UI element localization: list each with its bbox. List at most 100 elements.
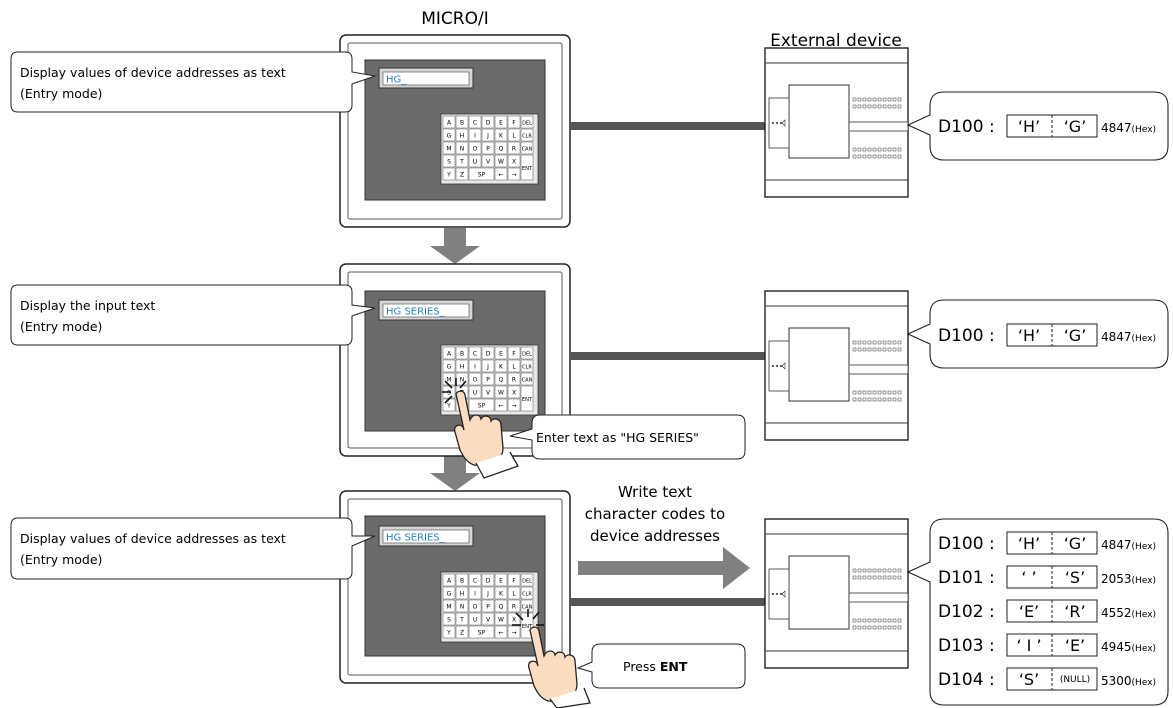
key-label: O xyxy=(473,377,478,384)
key[interactable] xyxy=(520,573,534,587)
plc-front-cover xyxy=(788,555,850,630)
key[interactable] xyxy=(455,154,469,168)
key[interactable] xyxy=(468,372,482,386)
key[interactable] xyxy=(455,599,469,613)
key[interactable] xyxy=(442,625,456,639)
cable-connector xyxy=(570,122,765,130)
key[interactable] xyxy=(481,141,495,155)
key[interactable] xyxy=(494,625,508,639)
key[interactable] xyxy=(455,586,469,600)
key[interactable] xyxy=(494,141,508,155)
key[interactable] xyxy=(494,167,508,181)
key[interactable] xyxy=(468,573,482,587)
key[interactable] xyxy=(507,599,521,613)
key[interactable] xyxy=(455,625,469,639)
key[interactable] xyxy=(494,599,508,613)
key[interactable] xyxy=(455,346,469,360)
key[interactable] xyxy=(481,346,495,360)
key[interactable] xyxy=(468,128,482,142)
key[interactable] xyxy=(442,573,456,587)
key[interactable] xyxy=(468,346,482,360)
key-ent[interactable] xyxy=(520,154,534,181)
key[interactable] xyxy=(507,346,521,360)
key[interactable] xyxy=(481,573,495,587)
key[interactable] xyxy=(442,612,456,626)
key[interactable] xyxy=(442,167,456,181)
key[interactable] xyxy=(468,385,482,399)
key[interactable] xyxy=(481,372,495,386)
key[interactable] xyxy=(468,167,495,181)
key[interactable] xyxy=(507,167,521,181)
key-label: K xyxy=(499,133,504,140)
key[interactable] xyxy=(507,398,521,412)
key[interactable] xyxy=(481,359,495,373)
key[interactable] xyxy=(468,398,495,412)
key[interactable] xyxy=(507,372,521,386)
key[interactable] xyxy=(481,385,495,399)
key-label: DEL xyxy=(522,579,532,585)
key[interactable] xyxy=(507,359,521,373)
key[interactable] xyxy=(520,372,534,386)
key[interactable] xyxy=(468,586,482,600)
key[interactable] xyxy=(494,359,508,373)
key[interactable] xyxy=(494,372,508,386)
key-label: J xyxy=(486,591,489,598)
plc-terminal xyxy=(897,568,902,573)
key[interactable] xyxy=(520,346,534,360)
key[interactable] xyxy=(520,599,534,613)
key[interactable] xyxy=(494,115,508,129)
key[interactable] xyxy=(455,115,469,129)
key[interactable] xyxy=(494,346,508,360)
key[interactable] xyxy=(468,625,495,639)
key[interactable] xyxy=(481,115,495,129)
key[interactable] xyxy=(494,385,508,399)
key[interactable] xyxy=(494,154,508,168)
key[interactable] xyxy=(494,128,508,142)
key[interactable] xyxy=(468,599,482,613)
key[interactable] xyxy=(494,398,508,412)
key[interactable] xyxy=(455,573,469,587)
key[interactable] xyxy=(507,141,521,155)
key[interactable] xyxy=(468,154,482,168)
key[interactable] xyxy=(507,385,521,399)
key[interactable] xyxy=(494,573,508,587)
key[interactable] xyxy=(455,612,469,626)
hmi-keypad: ABCDEFDELGHIJKLCLRMNOPQRCANSTUVWXENTYZSP… xyxy=(440,344,539,416)
key[interactable] xyxy=(442,141,456,155)
key-label: M xyxy=(446,604,451,611)
key[interactable] xyxy=(442,115,456,129)
key[interactable] xyxy=(481,599,495,613)
key[interactable] xyxy=(507,573,521,587)
key[interactable] xyxy=(468,359,482,373)
key[interactable] xyxy=(468,115,482,129)
key[interactable] xyxy=(455,141,469,155)
key[interactable] xyxy=(481,586,495,600)
key[interactable] xyxy=(455,128,469,142)
key-ent[interactable] xyxy=(520,385,534,412)
key[interactable] xyxy=(507,128,521,142)
key[interactable] xyxy=(455,359,469,373)
key[interactable] xyxy=(507,625,521,639)
key[interactable] xyxy=(520,128,534,142)
key[interactable] xyxy=(442,586,456,600)
key[interactable] xyxy=(455,167,469,181)
key[interactable] xyxy=(520,115,534,129)
key[interactable] xyxy=(520,586,534,600)
key[interactable] xyxy=(442,128,456,142)
key[interactable] xyxy=(507,115,521,129)
key[interactable] xyxy=(481,128,495,142)
key[interactable] xyxy=(481,154,495,168)
key[interactable] xyxy=(468,141,482,155)
key[interactable] xyxy=(442,346,456,360)
key[interactable] xyxy=(442,154,456,168)
key[interactable] xyxy=(468,612,482,626)
key[interactable] xyxy=(442,359,456,373)
key[interactable] xyxy=(507,154,521,168)
key[interactable] xyxy=(494,612,508,626)
key[interactable] xyxy=(520,141,534,155)
key[interactable] xyxy=(520,359,534,373)
key[interactable] xyxy=(442,599,456,613)
key[interactable] xyxy=(494,586,508,600)
key[interactable] xyxy=(481,612,495,626)
key[interactable] xyxy=(507,586,521,600)
